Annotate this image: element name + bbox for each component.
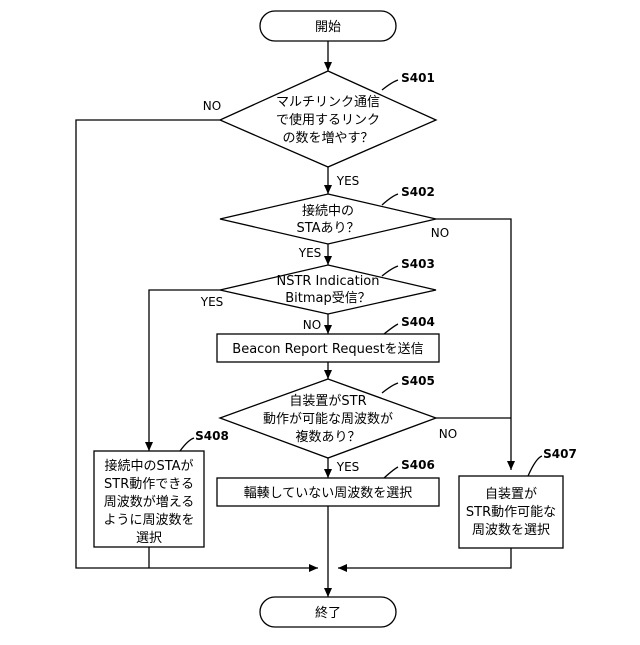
s401-line-3: の数を増やす？ <box>282 131 373 146</box>
s401-line-1: マルチリンク通信 <box>276 95 380 110</box>
s401-no-label: NO <box>203 99 221 113</box>
s406-line-1: 輻輳していない周波数を選択 <box>244 486 413 501</box>
s408-line-2: STR動作できる <box>104 477 194 492</box>
s407-line-1: 自装置が <box>485 487 537 502</box>
s408-line-1: 接続中のSTAが <box>104 458 193 474</box>
process-s408: 接続中のSTAが STR動作できる 周波数が増える ように周波数を 選択 <box>94 451 204 547</box>
process-s404: Beacon Report Requestを送信 <box>217 334 439 362</box>
s405-no-label: NO <box>439 427 457 441</box>
s405-line-3: 複数あり？ <box>295 429 360 445</box>
s405-line-2: 動作が可能な周波数が <box>263 412 393 427</box>
s408-id: S408 <box>195 429 229 443</box>
step-id-s404: S404 <box>384 315 435 334</box>
step-id-s405: S405 <box>382 374 435 393</box>
s402-line-2: STAあり？ <box>296 221 359 236</box>
s407-id: S407 <box>543 447 577 461</box>
decision-s402: 接続中の STAあり？ <box>220 194 436 244</box>
s408-line-5: 選択 <box>136 531 162 546</box>
start-terminal: 開始 <box>260 11 396 41</box>
s405-id: S405 <box>401 374 435 388</box>
step-id-s408: S408 <box>180 429 229 451</box>
s404-line-1: Beacon Report Requestを送信 <box>232 342 423 357</box>
step-id-s403: S403 <box>382 257 435 276</box>
step-id-s407: S407 <box>528 447 577 476</box>
s401-yes-label: YES <box>336 174 360 188</box>
s402-line-1: 接続中の <box>302 203 354 219</box>
s403-no-label: NO <box>303 318 321 332</box>
s404-id: S404 <box>401 315 435 329</box>
s403-line-2: Bitmap受信？ <box>285 291 371 306</box>
s405-yes-label: YES <box>336 460 360 474</box>
s408-line-4: ように周波数を <box>103 513 194 528</box>
decision-s401: マルチリンク通信 で使用するリンク の数を増やす？ <box>220 71 436 167</box>
s401-id: S401 <box>401 71 435 85</box>
process-s407: 自装置が STR動作可能な 周波数を選択 <box>459 476 563 548</box>
s407-line-3: 周波数を選択 <box>472 523 550 538</box>
decision-s405: 自装置がSTR 動作が可能な周波数が 複数あり？ <box>220 379 436 458</box>
step-id-s401: S401 <box>382 71 435 90</box>
s403-line-1: NSTR Indication <box>276 274 379 289</box>
s402-yes-label: YES <box>298 246 322 260</box>
s402-id: S402 <box>401 185 435 199</box>
s406-id: S406 <box>401 458 435 472</box>
decision-s403: NSTR Indication Bitmap受信？ <box>220 265 436 314</box>
edge-s407-merge <box>338 548 511 568</box>
step-id-s406: S406 <box>384 458 435 478</box>
s405-line-1: 自装置がSTR <box>289 394 366 409</box>
start-label: 開始 <box>315 20 341 35</box>
end-terminal: 終了 <box>260 597 396 627</box>
edge-s403-yes <box>149 290 220 451</box>
s403-id: S403 <box>401 257 435 271</box>
step-id-s402: S402 <box>382 185 435 205</box>
end-label: 終了 <box>315 605 341 621</box>
process-s406: 輻輳していない周波数を選択 <box>217 478 439 506</box>
s407-line-2: STR動作可能な <box>466 505 556 520</box>
s402-no-label: NO <box>431 226 449 240</box>
s403-yes-label: YES <box>200 295 224 309</box>
s401-line-2: で使用するリンク <box>276 112 380 128</box>
s408-line-3: 周波数が増える <box>104 495 195 510</box>
